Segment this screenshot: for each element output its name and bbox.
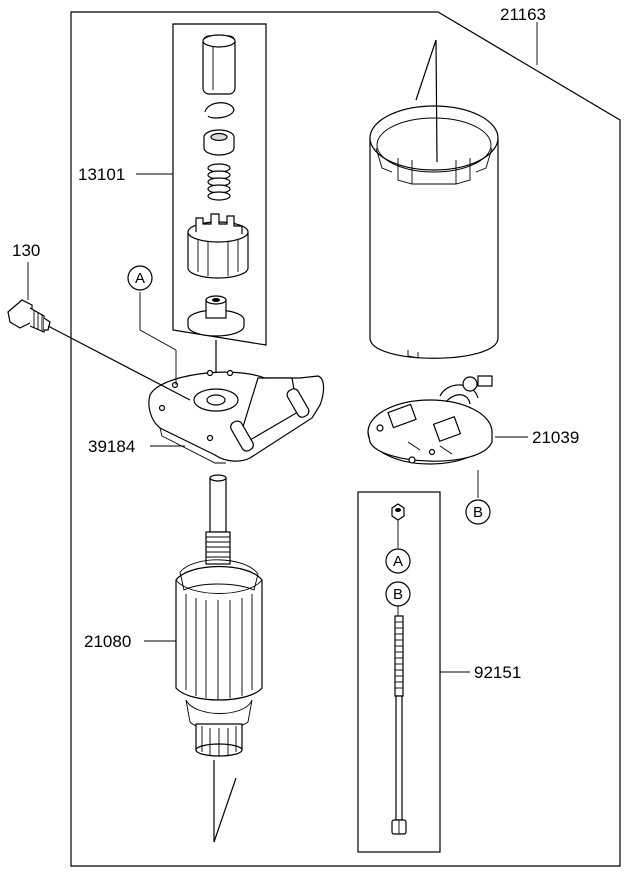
pinion-kit-box [172,23,267,346]
motor-housing [369,105,499,359]
marker-a-upper: A [127,265,153,291]
callout-13101: 13101 [78,165,125,184]
marker-a-lower: A [385,548,411,574]
marker-b-lower: B [385,581,411,607]
armature-shaft-spline [205,531,231,565]
retaining-ring [204,102,235,119]
leader-marker-a-upper-2 [139,329,177,351]
brush-plate [367,375,493,465]
bolt-leader [47,325,191,401]
callout-92151: 92151 [474,663,521,682]
assembly-arrow-armature-right [213,777,237,843]
callout-39184: 39184 [88,437,135,456]
stop-nut [187,295,245,337]
spring [207,163,231,201]
through-bolt [391,615,407,835]
svg-text:A: A [135,270,145,287]
svg-text:B: B [473,504,483,521]
mounting-bracket [148,369,325,464]
callout-21039: 21039 [532,428,579,447]
assembly-arrow-housing-left [415,39,437,101]
marker-b-upper: B [465,499,491,525]
diagram-frame [70,11,621,867]
pinion-cap [202,34,236,95]
callout-21163: 21163 [500,5,546,24]
assembly-arrow-housing-right [435,39,438,163]
callout-130: 130 [12,241,40,260]
armature-commutator [195,723,243,757]
armature [175,474,263,757]
svg-text:B: B [393,586,403,603]
bolt-130 [7,299,51,333]
collar [203,129,235,156]
through-bolt-nut [391,503,405,521]
pinion-gear [187,213,249,279]
svg-text:A: A [393,553,403,570]
callout-21080: 21080 [84,632,131,651]
